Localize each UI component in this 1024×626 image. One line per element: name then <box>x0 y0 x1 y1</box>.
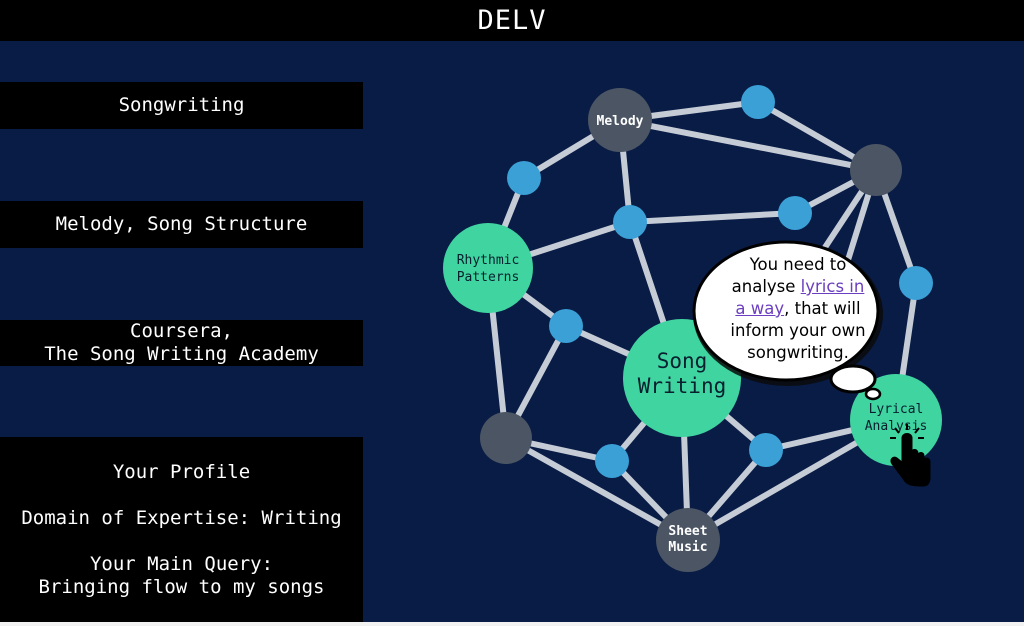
bubble-line-1: You need to <box>749 255 847 274</box>
node-sheet-music[interactable]: Sheet Music <box>656 508 720 572</box>
graph-edge <box>627 210 798 225</box>
sources-line-2: The Song Writing Academy <box>44 343 319 365</box>
graph-node-small[interactable] <box>507 161 541 195</box>
node-song-label-1: Song <box>657 349 708 373</box>
node-melody-label: Melody <box>597 114 644 129</box>
profile-heading: Your Profile <box>112 460 251 483</box>
click-burst-icon <box>890 424 924 439</box>
thought-bubble-tail-large <box>829 364 877 394</box>
profile-query-value: Bringing flow to my songs <box>38 575 325 598</box>
profile-panel[interactable]: Your Profile Domain of Expertise: Writin… <box>0 437 363 622</box>
thought-bubble-text: You need to analyse lyrics in a way, tha… <box>714 254 882 364</box>
graph-edge <box>503 435 691 543</box>
profile-domain: Domain of Expertise: Writing <box>21 506 342 529</box>
topic-panel[interactable]: Songwriting <box>0 82 363 129</box>
node-melody-circle[interactable] <box>588 88 652 152</box>
sources-panel[interactable]: Coursera, The Song Writing Academy <box>0 320 363 366</box>
bubble-line-3: a way, that will <box>714 298 882 320</box>
graph-node-small[interactable] <box>749 433 783 467</box>
bubble-line-2-text: analyse <box>731 277 801 296</box>
profile-query-label: Your Main Query: <box>89 552 274 575</box>
graph-node-small[interactable] <box>613 205 647 239</box>
bubble-line-3-text: , that will <box>784 299 861 318</box>
graph-node-dark[interactable] <box>480 412 532 464</box>
node-rhythmic-patterns[interactable]: Rhythmic Patterns <box>443 223 533 313</box>
thought-bubble-body <box>692 240 880 382</box>
node-rhythmic-label-1: Rhythmic <box>457 253 520 268</box>
graph-node-small[interactable] <box>549 309 583 343</box>
hand-cursor-shape <box>890 433 931 487</box>
skills-panel[interactable]: Melody, Song Structure <box>0 201 363 248</box>
bubble-line-2: analyse lyrics in <box>714 276 882 298</box>
thought-bubble-tail-small <box>864 387 882 401</box>
node-sheet-label-1: Sheet <box>668 524 707 539</box>
node-song-label-2: Writing <box>638 374 727 398</box>
graph-node-small[interactable] <box>595 444 629 478</box>
lyrics-link[interactable]: lyrics in <box>800 277 865 296</box>
bottom-border <box>0 622 1024 626</box>
sources-line-1: Coursera, <box>130 320 233 342</box>
graph-edge <box>617 117 879 173</box>
node-rhythmic-label-2: Patterns <box>457 270 520 285</box>
graph-node-small[interactable] <box>741 85 775 119</box>
hand-cursor-icon <box>890 424 931 487</box>
thought-bubble <box>692 240 883 401</box>
app-title: DELV <box>0 0 1024 41</box>
bubble-line-4: inform your own <box>730 321 866 340</box>
graph-node-small[interactable] <box>899 266 933 300</box>
node-lyrical-label-2: Analysis <box>865 419 928 434</box>
graph-node-dark[interactable] <box>850 144 902 196</box>
lyrics-link-continued[interactable]: a way <box>735 299 785 318</box>
skills-label: Melody, Song Structure <box>55 213 308 235</box>
node-sheet-label-2: Music <box>668 540 707 555</box>
node-lyrical-analysis[interactable]: Lyrical Analysis <box>850 374 942 466</box>
topic-label: Songwriting <box>118 94 245 116</box>
bubble-line-5: songwriting. <box>747 343 849 362</box>
graph-node-small[interactable] <box>778 196 812 230</box>
node-melody[interactable]: Melody <box>588 88 652 152</box>
node-sheet-music-circle[interactable] <box>656 508 720 572</box>
node-lyrical-label-1: Lyrical <box>869 402 924 417</box>
node-rhythmic-patterns-circle[interactable] <box>443 223 533 313</box>
